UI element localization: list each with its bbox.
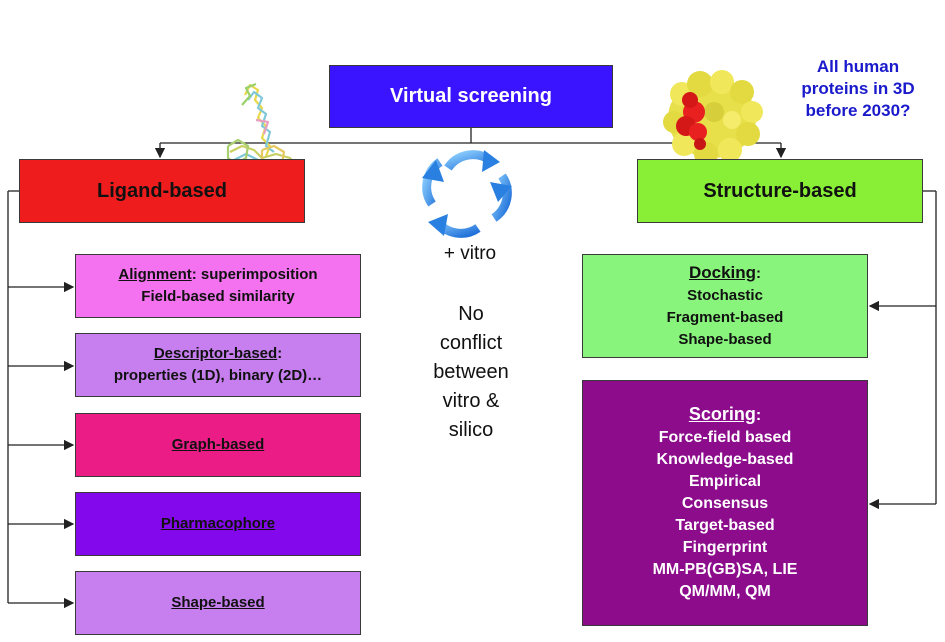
scoring-box: Scoring: Force-field based Knowledge-bas… (582, 380, 868, 626)
center-note: No conflict between vitro & silico (415, 300, 527, 445)
docking-heading-line: Docking: (689, 262, 761, 285)
ligand-based-box: Ligand-based (19, 159, 305, 223)
scoring-item: MM-PB(GB)SA, LIE (652, 561, 798, 578)
question-line: before 2030? (805, 101, 911, 120)
note-line: between (433, 361, 509, 383)
graph-based-heading: Graph-based (171, 436, 265, 453)
scoring-colon: : (755, 407, 762, 424)
docking-heading: Docking (688, 262, 757, 282)
alignment-box: Alignment: superimposition Field-based s… (75, 254, 361, 318)
alignment-heading-rest: : superimposition (191, 266, 318, 283)
scoring-heading-line: Scoring: (689, 403, 761, 427)
docking-item: Stochastic (687, 286, 763, 304)
vitro-label: + vitro (443, 243, 497, 264)
question-line: All human (816, 57, 900, 76)
structure-based-title: Structure-based (703, 179, 857, 202)
scoring-item: Force-field based (658, 429, 792, 446)
virtual-screening-box: Virtual screening (329, 65, 613, 128)
descriptor-heading-line: Descriptor-based: (154, 343, 282, 365)
docking-box: Docking: Stochastic Fragment-based Shape… (582, 254, 868, 358)
question-line: proteins in 3D (801, 79, 915, 98)
scoring-item: Knowledge-based (656, 451, 794, 468)
ligand-based-title: Ligand-based (96, 179, 227, 202)
shape-based-heading: Shape-based (171, 594, 265, 611)
pharmacophore-box: Pharmacophore (75, 492, 361, 556)
note-line: silico (448, 419, 494, 441)
scoring-item: Consensus (681, 495, 769, 512)
scoring-item: Fingerprint (682, 539, 768, 556)
docking-item: Shape-based (678, 330, 772, 348)
structure-based-box: Structure-based (637, 159, 923, 223)
shape-based-box: Shape-based (75, 571, 361, 635)
alignment-detail: Field-based similarity (141, 288, 295, 305)
scoring-item: Target-based (675, 517, 775, 534)
descriptor-based-box: Descriptor-based: properties (1D), binar… (75, 333, 361, 397)
docking-colon: : (756, 264, 762, 282)
descriptor-heading: Descriptor-based (153, 345, 278, 362)
scoring-item: Empirical (688, 473, 762, 490)
note-line: No (458, 303, 484, 325)
note-line: vitro & (442, 390, 500, 412)
docking-item: Fragment-based (666, 308, 784, 326)
alignment-heading-line: Alignment: superimposition (118, 264, 317, 286)
descriptor-heading-rest: : (277, 345, 283, 362)
scoring-heading: Scoring (688, 404, 756, 424)
pharmacophore-heading: Pharmacophore (160, 515, 276, 532)
question-text: All human proteins in 3D before 2030? (786, 56, 930, 122)
scoring-item: QM/MM, QM (679, 583, 771, 600)
virtual-screening-title: Virtual screening (390, 85, 552, 107)
graph-based-box: Graph-based (75, 413, 361, 477)
alignment-heading: Alignment (118, 266, 192, 283)
note-line: conflict (439, 332, 503, 354)
descriptor-detail: properties (1D), binary (2D)… (113, 367, 323, 384)
